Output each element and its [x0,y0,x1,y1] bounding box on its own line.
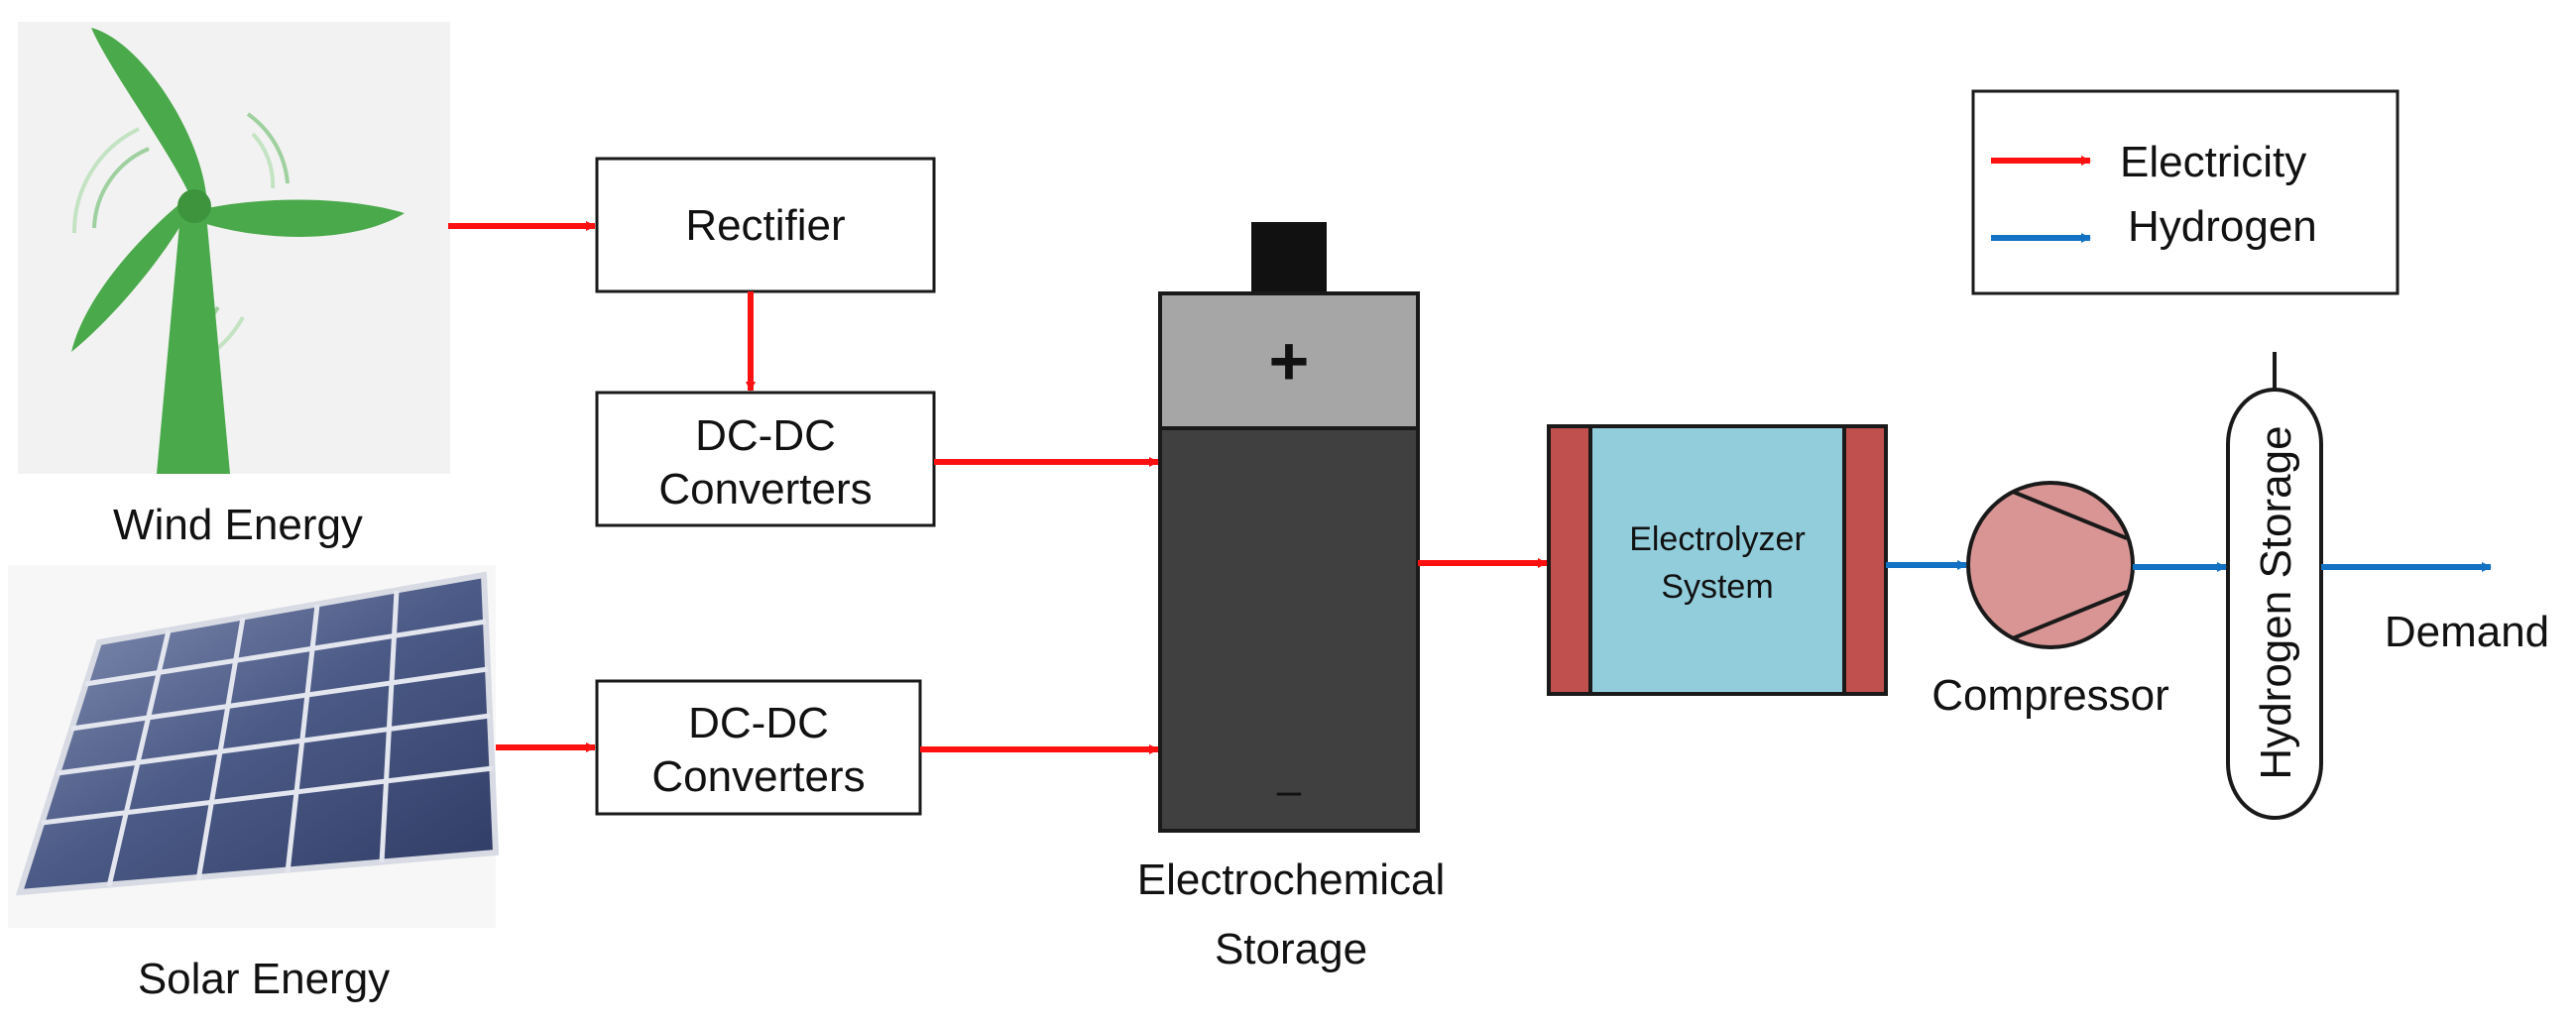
battery-plus-label: + [1269,322,1310,399]
dcdc-converter-wind-box: DC-DC Converters [595,391,936,527]
solar-energy-label: Solar Energy [138,955,390,1003]
wind-turbine-icon [18,22,450,474]
dcdc-solar-line1: DC-DC [688,699,829,747]
electrolyzer-line2: System [1661,568,1773,606]
dcdc-solar-line2: Converters [651,752,865,801]
solar-panel-icon [8,565,500,928]
battery-minus-label: – [1277,766,1302,815]
hydrogen-arrows [1886,560,2492,572]
electrolyzer-system: Electrolyzer System [1547,424,1888,696]
rectifier-box: Rectifier [595,157,936,293]
electrolyzer-line1: Electrolyzer [1629,520,1806,558]
legend-electricity-label: Electricity [2120,138,2306,186]
demand-label: Demand [2385,608,2549,656]
electricity-arrows [448,221,1548,754]
battery-label-line2: Storage [1215,925,1367,973]
dcdc-wind-line1: DC-DC [695,411,836,460]
wind-energy-label: Wind Energy [113,501,363,549]
compressor-label: Compressor [1932,671,2169,720]
dcdc-converter-solar-box: DC-DC Converters [595,679,922,816]
battery-label-line1: Electrochemical [1137,855,1446,904]
rectifier-label: Rectifier [685,201,845,250]
compressor-icon [1966,481,2135,649]
hydrogen-storage-label: Hydrogen Storage [2252,425,2300,779]
legend-hydrogen-label: Hydrogen [2128,202,2317,251]
legend: Electricity Hydrogen [1971,89,2400,295]
dcdc-wind-line2: Converters [658,465,872,513]
hydrogen-storage-tank: Hydrogen Storage [2226,352,2323,820]
battery-icon: + – [1158,222,1420,833]
